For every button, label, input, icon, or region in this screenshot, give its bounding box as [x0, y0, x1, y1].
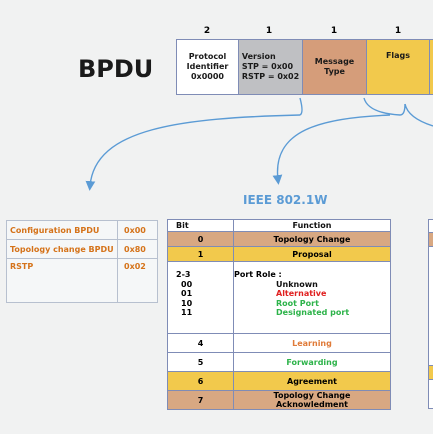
flag-bit: 6	[167, 371, 234, 391]
port-role-label: Port Role :	[234, 270, 282, 279]
field-message-type: Message Type	[302, 39, 367, 95]
table-row: 6 Agreement	[167, 371, 391, 391]
header-bit: Bit	[167, 219, 234, 232]
table-row: 7 Topology Change Acknowledment	[167, 390, 391, 410]
port-role-code: 11	[181, 308, 193, 317]
field-version-text: Version STP = 0x00 RSTP = 0x02	[241, 52, 300, 81]
port-role-name: Unknown	[276, 279, 318, 289]
table-row: 0 Topology Change	[167, 231, 391, 247]
partial-table-edge	[428, 219, 433, 409]
arrow-to-ieee-table	[272, 114, 391, 185]
table-row: 4 Learning	[167, 333, 391, 353]
arrow-right-continuation	[404, 103, 433, 127]
field-flags-text: Flags	[385, 51, 411, 60]
flags-bracket	[363, 97, 406, 116]
flag-bit: 4	[167, 333, 234, 353]
table-row: 1 Proposal	[167, 246, 391, 262]
field-size-message-type: 1	[330, 26, 338, 36]
port-role-code: 00	[181, 279, 193, 289]
flag-bit: 0	[167, 231, 234, 247]
arrow-to-bpdu-types	[85, 114, 301, 191]
field-next-partial	[429, 39, 433, 95]
bpdu-type-name: Configuration BPDU	[6, 220, 118, 240]
table-header-row: Bit Function	[167, 219, 391, 232]
port-role-name: Alternative	[276, 289, 327, 298]
bpdu-type-code: 0x02	[117, 258, 158, 303]
field-protocol-identifier: Protocol Identifier 0x0000	[176, 39, 239, 95]
field-version: Version STP = 0x00 RSTP = 0x02	[238, 39, 303, 95]
port-role-code: 10	[181, 298, 193, 308]
field-size-version: 1	[265, 26, 273, 36]
table-row: 5 Forwarding	[167, 352, 391, 372]
table-row: Configuration BPDU 0x00	[6, 220, 158, 240]
bpdu-type-table: Configuration BPDU 0x00 Topology change …	[6, 220, 158, 303]
flag-function: Forwarding	[233, 352, 391, 372]
flag-bit: 5	[167, 352, 234, 372]
field-size-flags: 1	[394, 26, 402, 36]
field-size-protocol: 2	[203, 26, 211, 36]
ieee-heading: IEEE 802.1W	[243, 193, 328, 207]
flag-bit: 1	[167, 246, 234, 262]
partial-table-edge-band	[428, 232, 433, 247]
table-row: Topology change BPDU 0x80	[6, 239, 158, 259]
flag-bit: 7	[167, 390, 234, 410]
flag-function: Learning	[233, 333, 391, 353]
port-role-bits: 2-3 00 01 10 11	[167, 261, 234, 334]
bpdu-type-code: 0x80	[117, 239, 158, 259]
port-role-name: Designated port	[276, 308, 350, 317]
port-role-bit-range: 2-3	[176, 270, 191, 279]
header-function: Function	[233, 219, 391, 232]
message-type-bracket	[299, 97, 303, 116]
table-row: RSTP 0x02	[6, 258, 158, 303]
bpdu-type-name: RSTP	[6, 258, 118, 303]
flag-function: Topology Change Acknowledment	[233, 390, 391, 410]
bpdu-type-name: Topology change BPDU	[6, 239, 118, 259]
partial-table-edge-band	[428, 365, 433, 380]
field-protocol-identifier-text: Protocol Identifier 0x0000	[186, 52, 229, 81]
flags-table: Bit Function 0 Topology Change 1 Proposa…	[167, 219, 391, 410]
field-message-type-text: Message Type	[314, 57, 355, 76]
port-role-name: Root Port	[276, 298, 319, 308]
bpdu-type-code: 0x00	[117, 220, 158, 240]
flag-function: Agreement	[233, 371, 391, 391]
port-role-code: 01	[181, 289, 193, 298]
diagram-title: BPDU	[78, 55, 154, 83]
port-role-functions: Port Role : Unknown Alternative Root Por…	[233, 261, 391, 334]
table-row-port-role: 2-3 00 01 10 11 Port Role : Unknown Alte…	[167, 261, 391, 334]
flag-function: Proposal	[233, 246, 391, 262]
flag-function: Topology Change	[233, 231, 391, 247]
